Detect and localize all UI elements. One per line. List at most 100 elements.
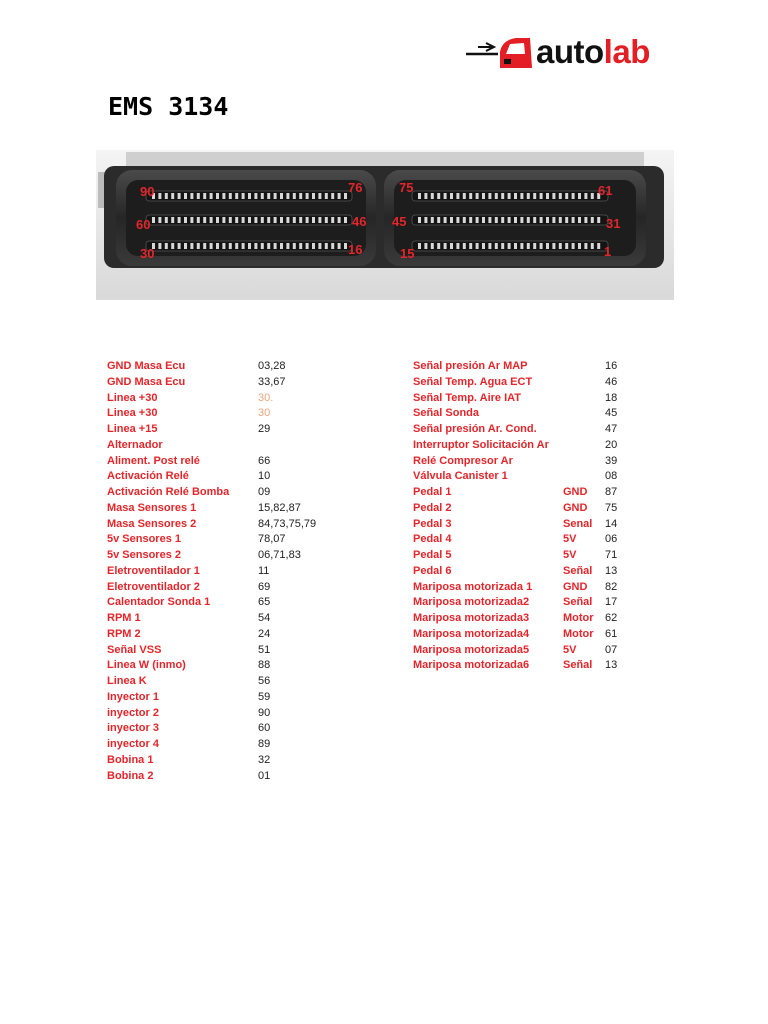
signal-type: 5V <box>563 549 577 561</box>
function-label: Masa Sensores 2 <box>107 517 197 530</box>
ecu-connector-image: 90 76 60 46 30 16 75 61 45 31 15 1 <box>96 150 674 300</box>
pin-number: 47 <box>605 423 618 435</box>
pin-number: 20 <box>605 438 618 451</box>
pin-number: 65 <box>258 596 271 609</box>
pin-number: 69 <box>258 580 271 593</box>
pin-label-76: 76 <box>348 180 362 195</box>
pin-number: 56 <box>258 675 271 687</box>
signal-type: 5V <box>563 533 577 546</box>
table-row: Mariposa motorizada5 5V 07 <box>413 643 653 659</box>
table-row: Alternador <box>107 438 367 454</box>
pin-number: 89 <box>258 738 271 750</box>
table-row: Calentador Sonda 1 65 <box>107 595 367 611</box>
pin-number: 06 <box>605 533 618 546</box>
pin-label-30: 30 <box>140 246 154 261</box>
table-row: Pedal 1 GND 87 <box>413 485 653 501</box>
function-label: GND Masa Ecu <box>107 360 186 372</box>
pin-number: 54 <box>258 612 271 624</box>
function-label: Alternador <box>107 438 163 451</box>
pin-number: 03,28 <box>258 360 286 372</box>
table-row: Señal Sonda 45 <box>413 406 653 422</box>
function-label: Linea W (inmo) <box>107 659 186 672</box>
function-label: Linea +15 <box>107 423 158 435</box>
function-label: Calentador Sonda 1 <box>107 596 211 609</box>
signal-type: GND <box>563 501 588 514</box>
pin-number: 88 <box>258 659 271 672</box>
pin-number: 06,71,83 <box>258 549 301 561</box>
function-label: Mariposa motorizada2 <box>413 596 530 609</box>
signal-type: Señal <box>563 659 593 672</box>
function-label: Masa Sensores 1 <box>107 501 197 514</box>
pin-label-75: 75 <box>399 180 413 195</box>
function-label: inyector 4 <box>107 738 159 750</box>
signal-type: GND <box>563 486 588 498</box>
connector-pins <box>145 190 609 252</box>
pin-number: 10 <box>258 470 271 483</box>
function-label: Pedal 3 <box>413 517 452 530</box>
function-label: Mariposa motorizada6 <box>413 659 530 672</box>
pin-number: 78,07 <box>258 533 286 546</box>
function-label: Activación Relé Bomba <box>107 486 230 498</box>
table-row: Activación Relé Bomba 09 <box>107 485 367 501</box>
function-label: inyector 2 <box>107 706 159 719</box>
pin-number: 11 <box>258 564 270 577</box>
signal-type: 5V <box>563 643 577 656</box>
pin-number: 90 <box>258 706 271 719</box>
function-label: Mariposa motorizada3 <box>413 612 530 624</box>
function-label: Señal VSS <box>107 643 162 656</box>
logo-text-lab: lab <box>603 33 651 70</box>
signal-type: Senal <box>563 517 593 530</box>
function-label: Pedal 4 <box>413 533 452 546</box>
function-label: Señal Sonda <box>413 407 480 420</box>
pin-number: 87 <box>605 486 618 498</box>
pin-number: 45 <box>605 407 618 420</box>
function-label: RPM 2 <box>107 627 141 640</box>
function-label: Mariposa motorizada4 <box>413 627 530 640</box>
pin-label-46: 46 <box>352 214 366 229</box>
signal-type: Señal <box>563 596 593 609</box>
pin-number: 71 <box>605 549 618 561</box>
table-row: Pedal 4 5V 06 <box>413 532 653 548</box>
pin-number: 17 <box>605 596 618 609</box>
pin-number: 07 <box>605 643 618 656</box>
table-row: Pedal 3 Senal 14 <box>413 517 653 533</box>
function-label: Pedal 1 <box>413 486 452 498</box>
pin-label-1: 1 <box>604 244 611 259</box>
car-speed-icon <box>466 38 532 68</box>
pin-number: 66 <box>258 454 271 467</box>
pin-number: 09 <box>258 486 271 498</box>
table-row: Señal presión Ar. Cond.47 <box>413 422 653 438</box>
table-row: inyector 4 89 <box>107 737 367 753</box>
logo-text-auto: auto <box>536 33 604 70</box>
function-label: Mariposa motorizada5 <box>413 643 530 656</box>
pin-label-15: 15 <box>400 246 414 261</box>
function-label: Señal Temp. Agua ECT <box>413 375 533 388</box>
table-row: Aliment. Post relé 66 <box>107 454 367 470</box>
function-label: inyector 3 <box>107 722 159 735</box>
pin-number: 14 <box>605 517 618 530</box>
pin-number: 13 <box>605 564 618 577</box>
function-label: Aliment. Post relé <box>107 454 200 467</box>
function-label: GND Masa Ecu <box>107 375 186 388</box>
function-label: Linea +30 <box>107 391 158 404</box>
signal-type: Motor <box>563 627 594 640</box>
